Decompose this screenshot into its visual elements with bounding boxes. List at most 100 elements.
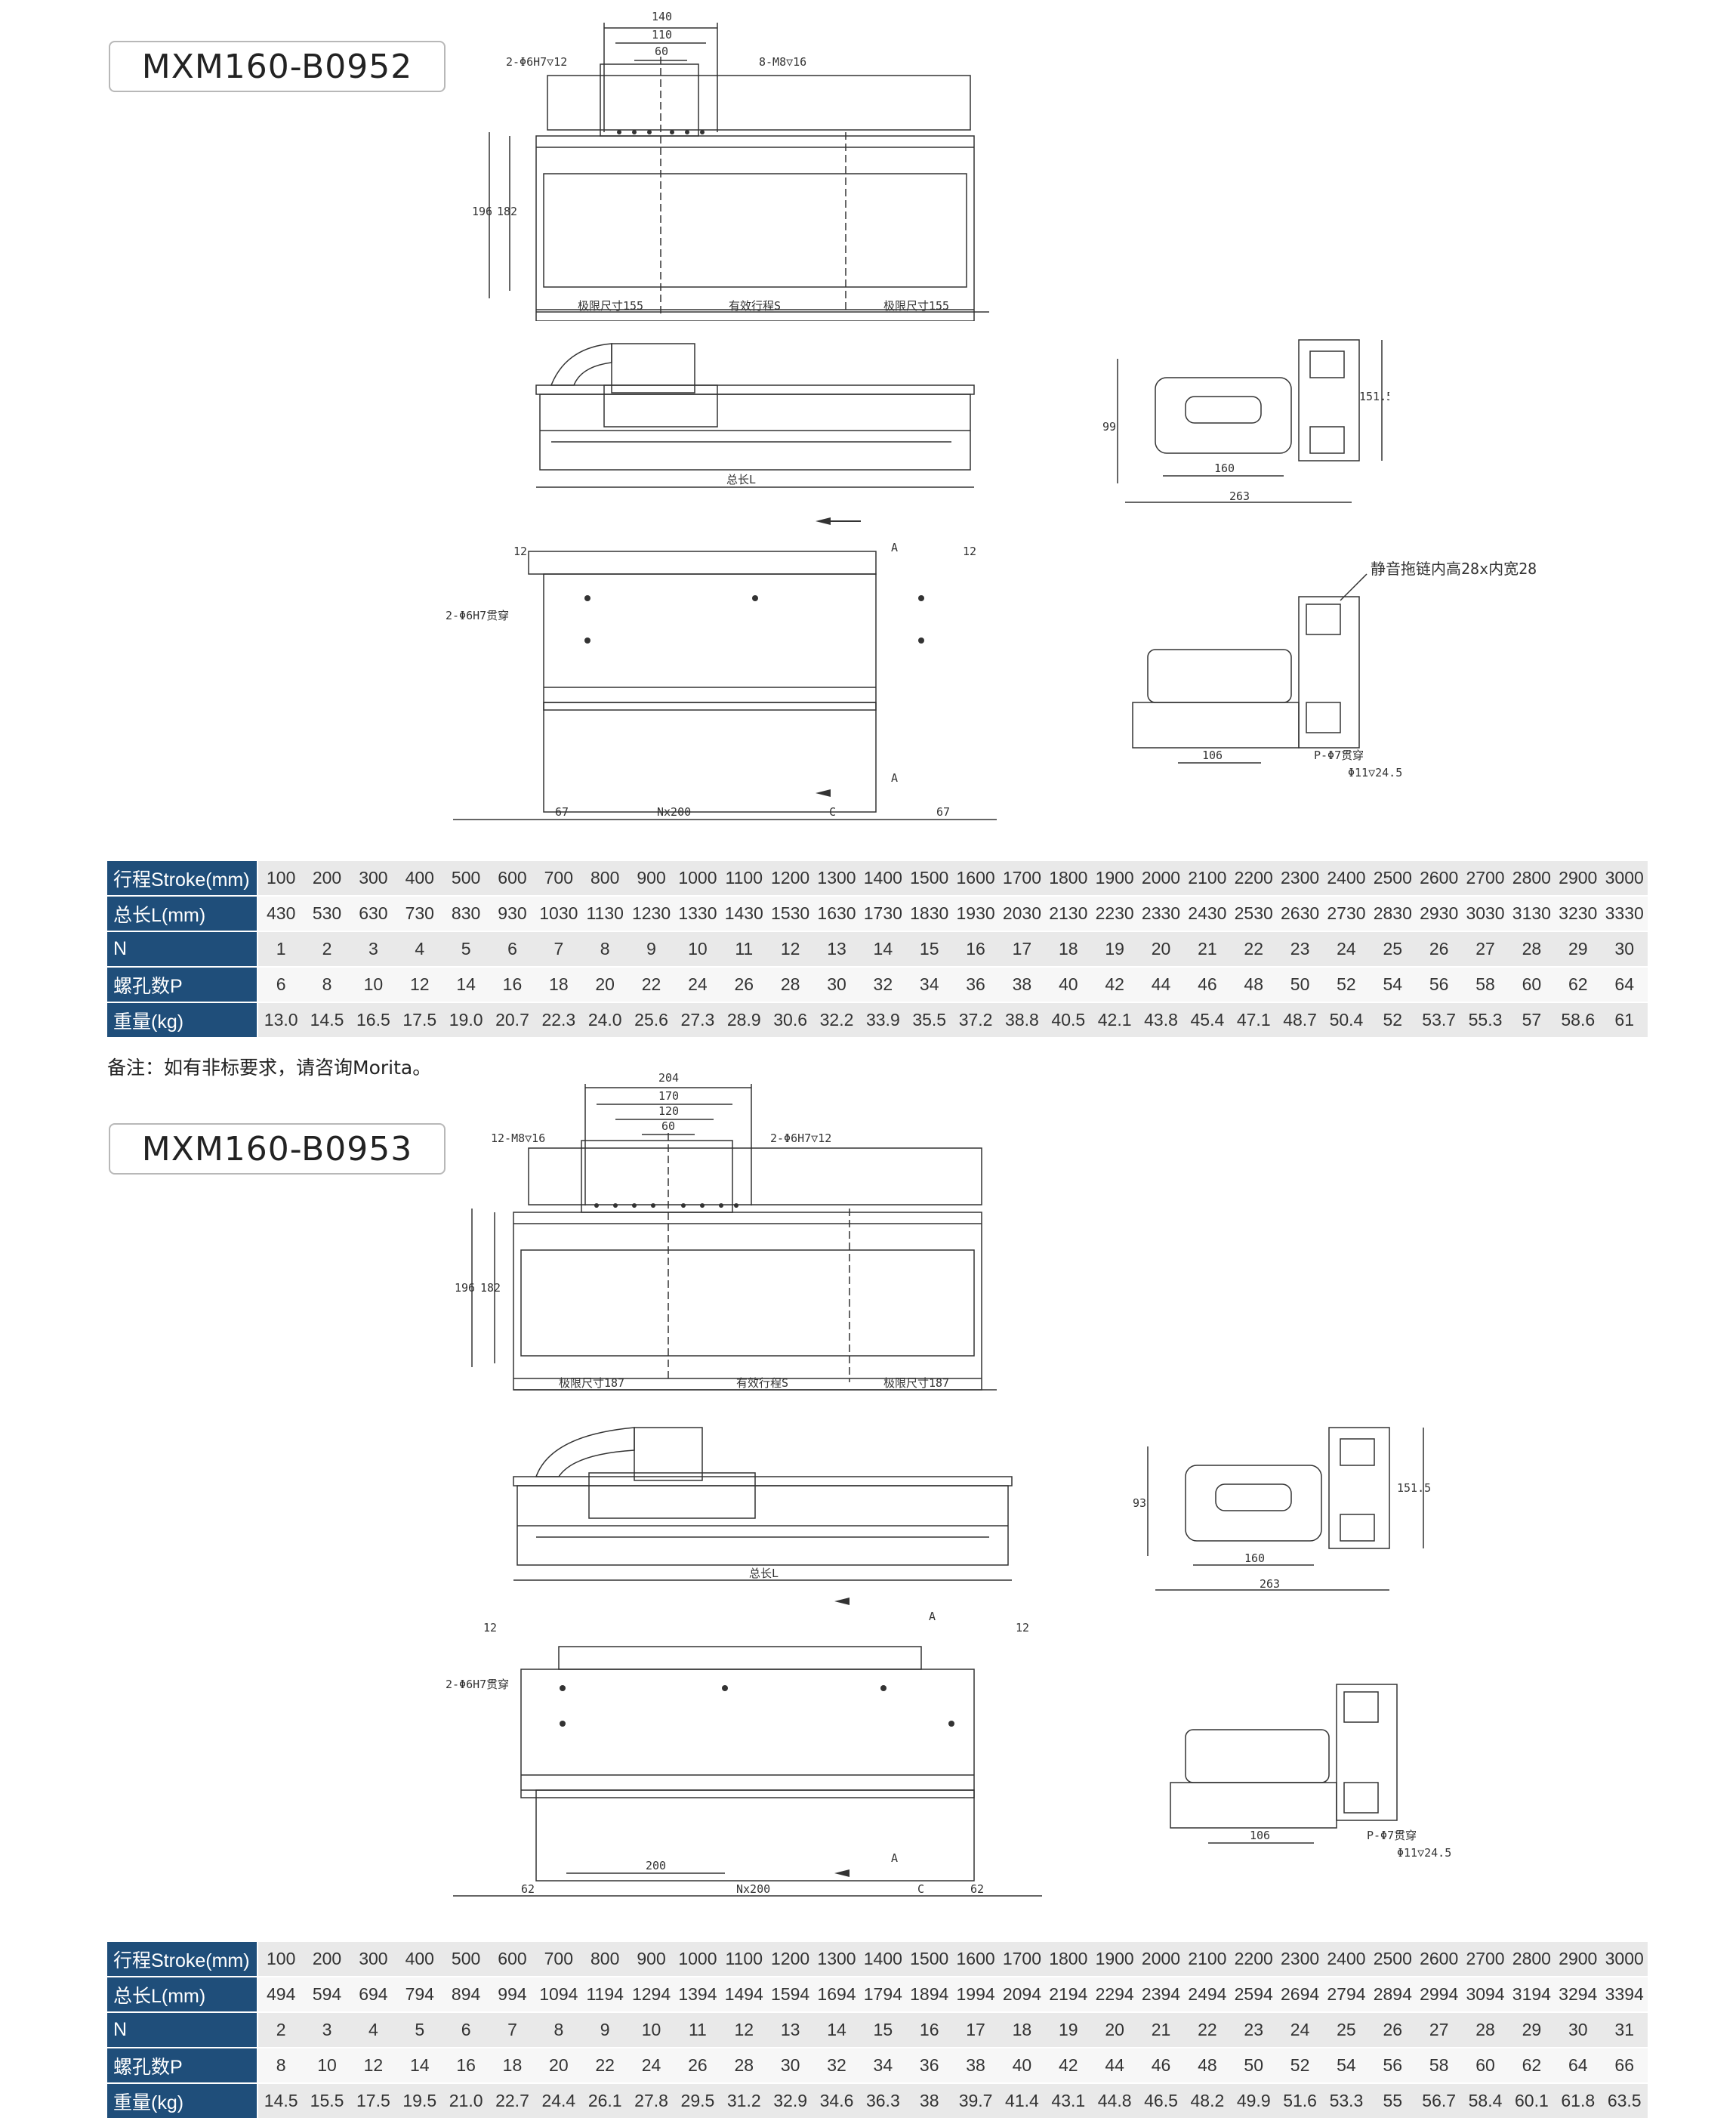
table-cell: 28 — [1462, 2012, 1509, 2048]
table-cell: 1030 — [535, 896, 582, 932]
top-view-drawing-1: 140 110 60 2-Φ6H7▽12 8-M8▽16 196 182 极限尺… — [468, 11, 1012, 321]
dim-nx200: Nx200 — [736, 1882, 770, 1896]
table-cell: 60 — [1462, 2048, 1509, 2084]
table-cell: 53.3 — [1323, 2083, 1370, 2119]
table-cell: 900 — [627, 861, 675, 897]
table-cell: 22 — [627, 967, 675, 1003]
section-a-bottom: A — [891, 771, 898, 785]
table-cell: 2100 — [1184, 1942, 1231, 1977]
table-cell: 21 — [1137, 2012, 1185, 2048]
dim-106: 106 — [1250, 1829, 1270, 1842]
table-cell: 40.5 — [1045, 1002, 1092, 1039]
table-cell: 6 — [442, 2012, 489, 2048]
table-cell: 18 — [535, 967, 582, 1003]
section-a-top: A — [929, 1610, 936, 1623]
table-cell: 3330 — [1601, 896, 1648, 932]
table-cell: 8 — [304, 967, 350, 1003]
table-cell: 24 — [674, 967, 721, 1003]
table-cell: 100 — [257, 861, 304, 897]
table-cell: 1494 — [720, 1977, 767, 2013]
dim-120: 120 — [658, 1104, 679, 1118]
table-cell: 63.5 — [1601, 2083, 1648, 2119]
table-cell: 1000 — [674, 1942, 721, 1977]
table-cell: 51.6 — [1276, 2083, 1324, 2119]
table-cell: 7 — [489, 2012, 536, 2048]
table-cell: 14.5 — [304, 1002, 350, 1039]
dim-hole-spec: 2-Φ6H7▽12 — [506, 55, 567, 69]
table-cell: 44.8 — [1091, 2083, 1138, 2119]
dim-thread-spec: 8-M8▽16 — [759, 55, 806, 69]
table-cell: 2994 — [1415, 1977, 1463, 2013]
table-cell: 1200 — [766, 1942, 814, 1977]
table-cell: 2394 — [1137, 1977, 1185, 2013]
table-cell: 26.1 — [581, 2083, 628, 2119]
table-cell: 50 — [1276, 967, 1324, 1003]
table-cell: 1100 — [720, 861, 767, 897]
table-cell: 23 — [1276, 931, 1324, 968]
table-cell: 1894 — [906, 1977, 953, 2013]
table-cell: 10 — [350, 967, 397, 1003]
table-cell: 26 — [720, 967, 767, 1003]
table-cell: 400 — [396, 1942, 443, 1977]
table-cell: 15 — [906, 931, 953, 968]
table-cell: 36.3 — [859, 2083, 907, 2119]
dim-182: 182 — [497, 205, 517, 218]
table-cell: 30 — [1555, 2012, 1602, 2048]
table-cell: 28 — [1508, 931, 1556, 968]
table-cell: 2600 — [1415, 861, 1463, 897]
dim-140: 140 — [652, 11, 672, 23]
table-cell: 28 — [720, 2048, 767, 2084]
dim-110: 110 — [652, 28, 672, 42]
table-cell: 62 — [1555, 967, 1602, 1003]
table-cell: 28.9 — [720, 1002, 767, 1039]
table-cell: 8 — [581, 931, 628, 968]
table-cell: 12 — [766, 931, 814, 968]
table-cell: 36 — [952, 967, 999, 1003]
table-cell: 5 — [396, 2012, 443, 2048]
table-cell: 18 — [489, 2048, 536, 2084]
model-title-2: MXM160-B0953 — [109, 1123, 446, 1175]
table-cell: 66 — [1601, 2048, 1648, 2084]
table-cell: 23 — [1230, 2012, 1277, 2048]
side-view-drawing-1: 总长L — [529, 332, 982, 499]
table-cell: 2100 — [1184, 861, 1231, 897]
table-cell: 2700 — [1462, 1942, 1509, 1977]
table-cell: 43.1 — [1045, 2083, 1092, 2119]
table-cell: 24 — [627, 2048, 675, 2084]
table-cell: 1594 — [766, 1977, 814, 2013]
table-cell: 25.6 — [627, 1002, 675, 1039]
table-cell: 60 — [1508, 967, 1556, 1003]
table-cell: 20 — [535, 2048, 582, 2084]
dim-pin-through: 2-Φ6H7贯穿 — [446, 1678, 509, 1691]
table-cell: 2930 — [1415, 896, 1463, 932]
table-cell: 16 — [442, 2048, 489, 2084]
table-cell: 4 — [350, 2012, 397, 2048]
table-cell: 1500 — [906, 1942, 953, 1977]
table-cell: 3130 — [1508, 896, 1556, 932]
table-cell: 3 — [350, 931, 397, 968]
section-a-bottom: A — [891, 1851, 898, 1865]
table-cell: 3294 — [1555, 1977, 1602, 2013]
table-cell: 2500 — [1369, 1942, 1416, 1977]
table-cell: 1230 — [627, 896, 675, 932]
table-cell: 26 — [1369, 2012, 1416, 2048]
table-cell: 32 — [859, 967, 907, 1003]
table-cell: 14 — [813, 2012, 860, 2048]
table-cell: 16 — [906, 2012, 953, 2048]
dim-nx200: Nx200 — [657, 805, 691, 819]
table-cell: 13 — [813, 931, 860, 968]
table-cell: 47.1 — [1230, 1002, 1277, 1039]
dim-182: 182 — [480, 1281, 501, 1295]
table-cell: 494 — [257, 1977, 304, 2013]
table-cell: 2900 — [1555, 861, 1602, 897]
table-cell: 2200 — [1230, 861, 1277, 897]
table-cell: 34.6 — [813, 2083, 860, 2119]
table-cell: 2094 — [998, 1977, 1046, 2013]
table-cell: 22 — [581, 2048, 628, 2084]
table-cell: 37.2 — [952, 1002, 999, 1039]
table-cell: 2730 — [1323, 896, 1370, 932]
table-cell: 2400 — [1323, 861, 1370, 897]
table-cell: 6 — [257, 967, 304, 1003]
table-cell: 64 — [1555, 2048, 1602, 2084]
table-cell: 55.3 — [1462, 1002, 1509, 1039]
